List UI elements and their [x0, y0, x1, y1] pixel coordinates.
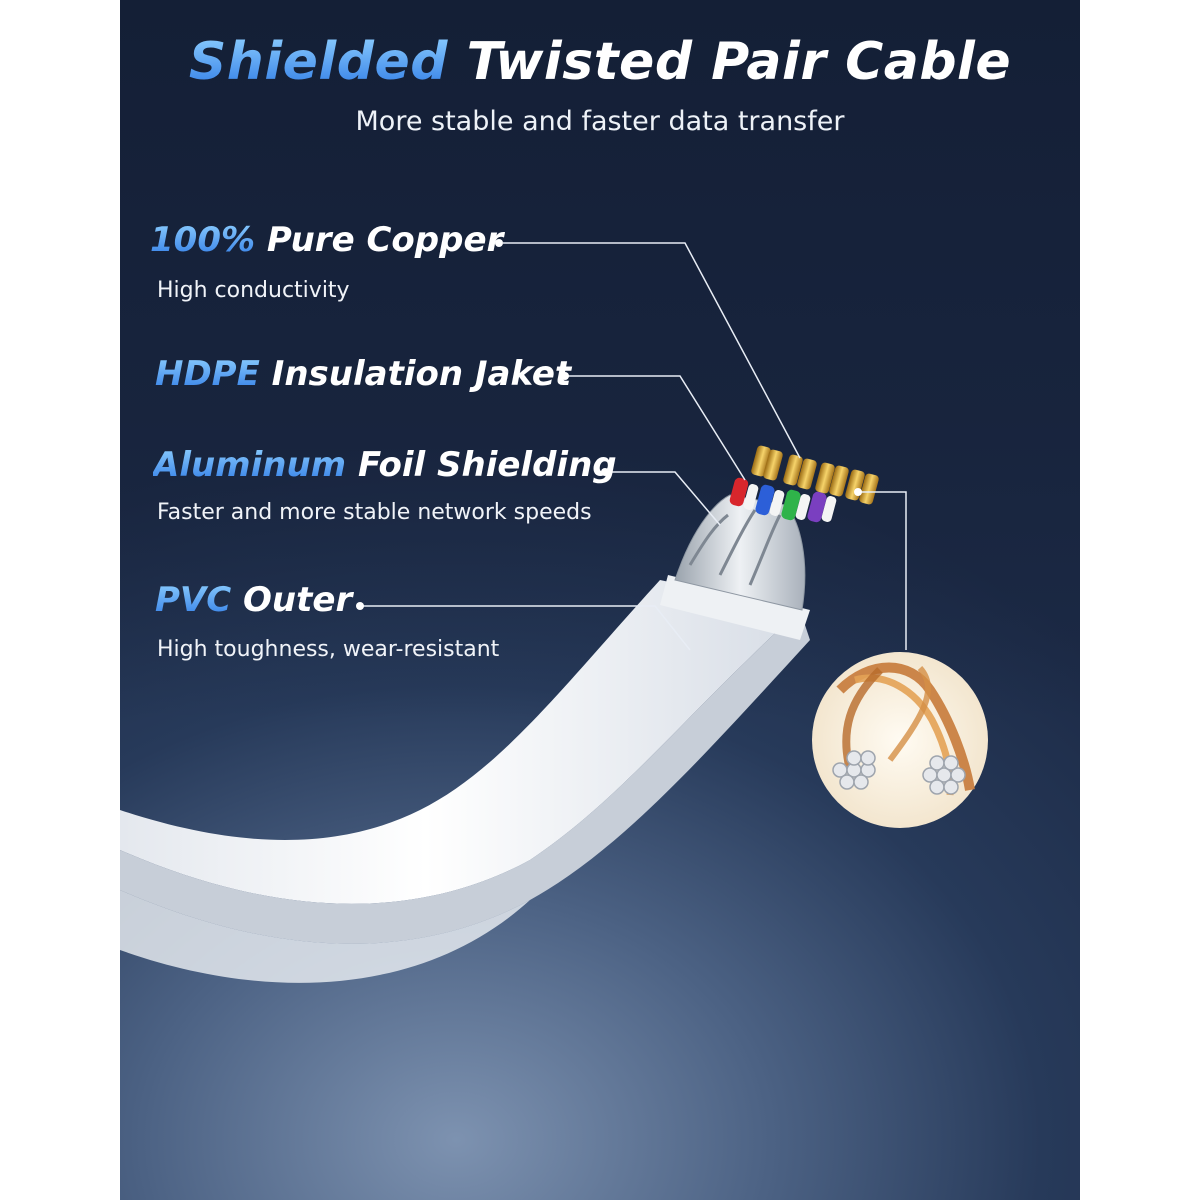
- feature-description-pvc: High toughness, wear-resistant: [157, 637, 500, 662]
- feature-accent: Aluminum: [153, 445, 347, 485]
- feature-description-copper: High conductivity: [157, 278, 350, 303]
- title-rest: Twisted Pair Cable: [466, 32, 1012, 92]
- feature-accent: 100%: [150, 220, 256, 260]
- feature-rest: Foil Shielding: [357, 445, 617, 485]
- title-accent: Shielded: [188, 32, 448, 92]
- feature-rest: Insulation Jaket: [271, 354, 572, 394]
- page-subtitle: More stable and faster data transfer: [355, 106, 845, 137]
- feature-heading-foil: Aluminum Foil Shielding: [153, 445, 617, 485]
- feature-accent: PVC: [155, 580, 232, 620]
- product-panel: Shielded Twisted Pair Cable More stable …: [120, 0, 1080, 1200]
- feature-description-foil: Faster and more stable network speeds: [157, 500, 592, 525]
- twisted-pair-cable-illustration: [120, 445, 988, 983]
- feature-heading-pvc: PVC Outer: [155, 580, 352, 620]
- callout-lines: [356, 239, 907, 651]
- copper-strands-closeup: [812, 652, 988, 828]
- page-title: Shielded Twisted Pair Cable: [120, 32, 1080, 92]
- feature-heading-hdpe: HDPE Insulation Jaket: [155, 354, 571, 394]
- feature-rest: Outer: [243, 580, 353, 620]
- feature-accent: HDPE: [155, 354, 260, 394]
- feature-rest: Pure Copper: [266, 220, 504, 260]
- feature-heading-copper: 100% Pure Copper: [150, 220, 503, 260]
